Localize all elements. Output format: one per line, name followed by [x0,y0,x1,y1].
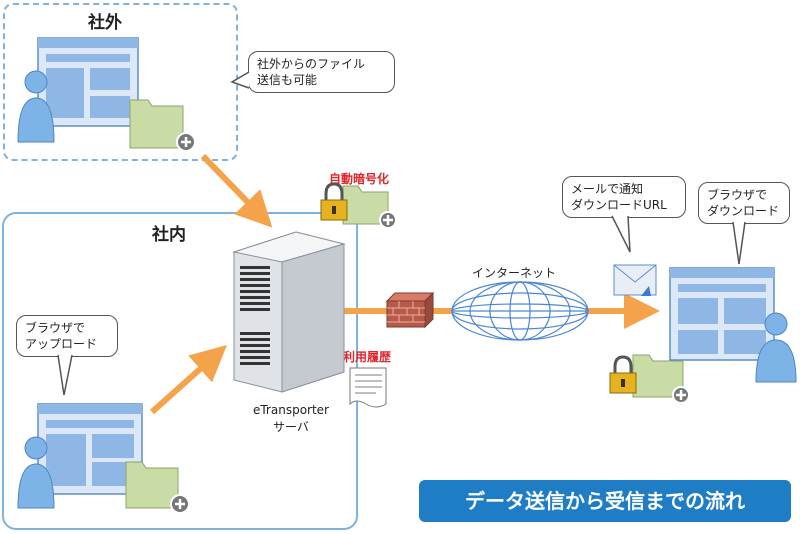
arrow-uploader-to-server [150,345,227,415]
internal-zone-title: 社内 [152,225,186,245]
plus-icon [672,386,690,404]
encrypted-folder [320,182,397,229]
usage-history-label: 利用履歴 [343,350,392,364]
flow-title-banner: データ送信から受信までの流れ [419,480,791,522]
internal-user-group [17,403,190,514]
received-folder [609,354,690,404]
external-upload-bubble: 社外からのファイル 送信も可能 [248,51,395,93]
window-icon [37,37,139,127]
globe-icon [451,281,589,341]
folder-icon [129,99,184,149]
upload-bubble: ブラウザで アップロード [16,315,118,357]
internet-label: インターネット [472,266,557,280]
person-icon [755,312,797,383]
arrow-external-to-server [200,153,273,228]
person-icon [17,436,55,509]
receiver-user-group [669,267,797,383]
plus-icon [379,211,397,229]
window-icon [669,267,775,361]
server-label: eTransporter サーバ [252,403,329,434]
folder-icon [342,185,389,225]
download-bubble: ブラウザで ダウンロード [698,182,790,224]
notify-bubble: メールで通知 ダウンロードURL [562,176,686,218]
padlock-icon [320,182,348,221]
folder-icon [632,354,684,398]
bubble-tail [732,221,746,265]
server-icon [232,231,346,393]
window-icon [37,403,143,495]
auto-encrypt-label: 自動暗号化 [329,172,390,186]
document-icon [349,367,387,408]
mail-icon [613,264,657,296]
bubble-tail [611,215,631,253]
external-user-group [17,37,196,152]
external-zone-title: 社外 [88,13,122,33]
bubble-tail [57,354,73,396]
plus-icon [170,494,190,514]
bubble-tail [230,71,250,89]
person-icon [17,70,55,143]
plus-icon [176,132,196,152]
firewall-icon [385,291,435,329]
folder-icon [125,461,179,509]
padlock-icon [609,355,637,394]
